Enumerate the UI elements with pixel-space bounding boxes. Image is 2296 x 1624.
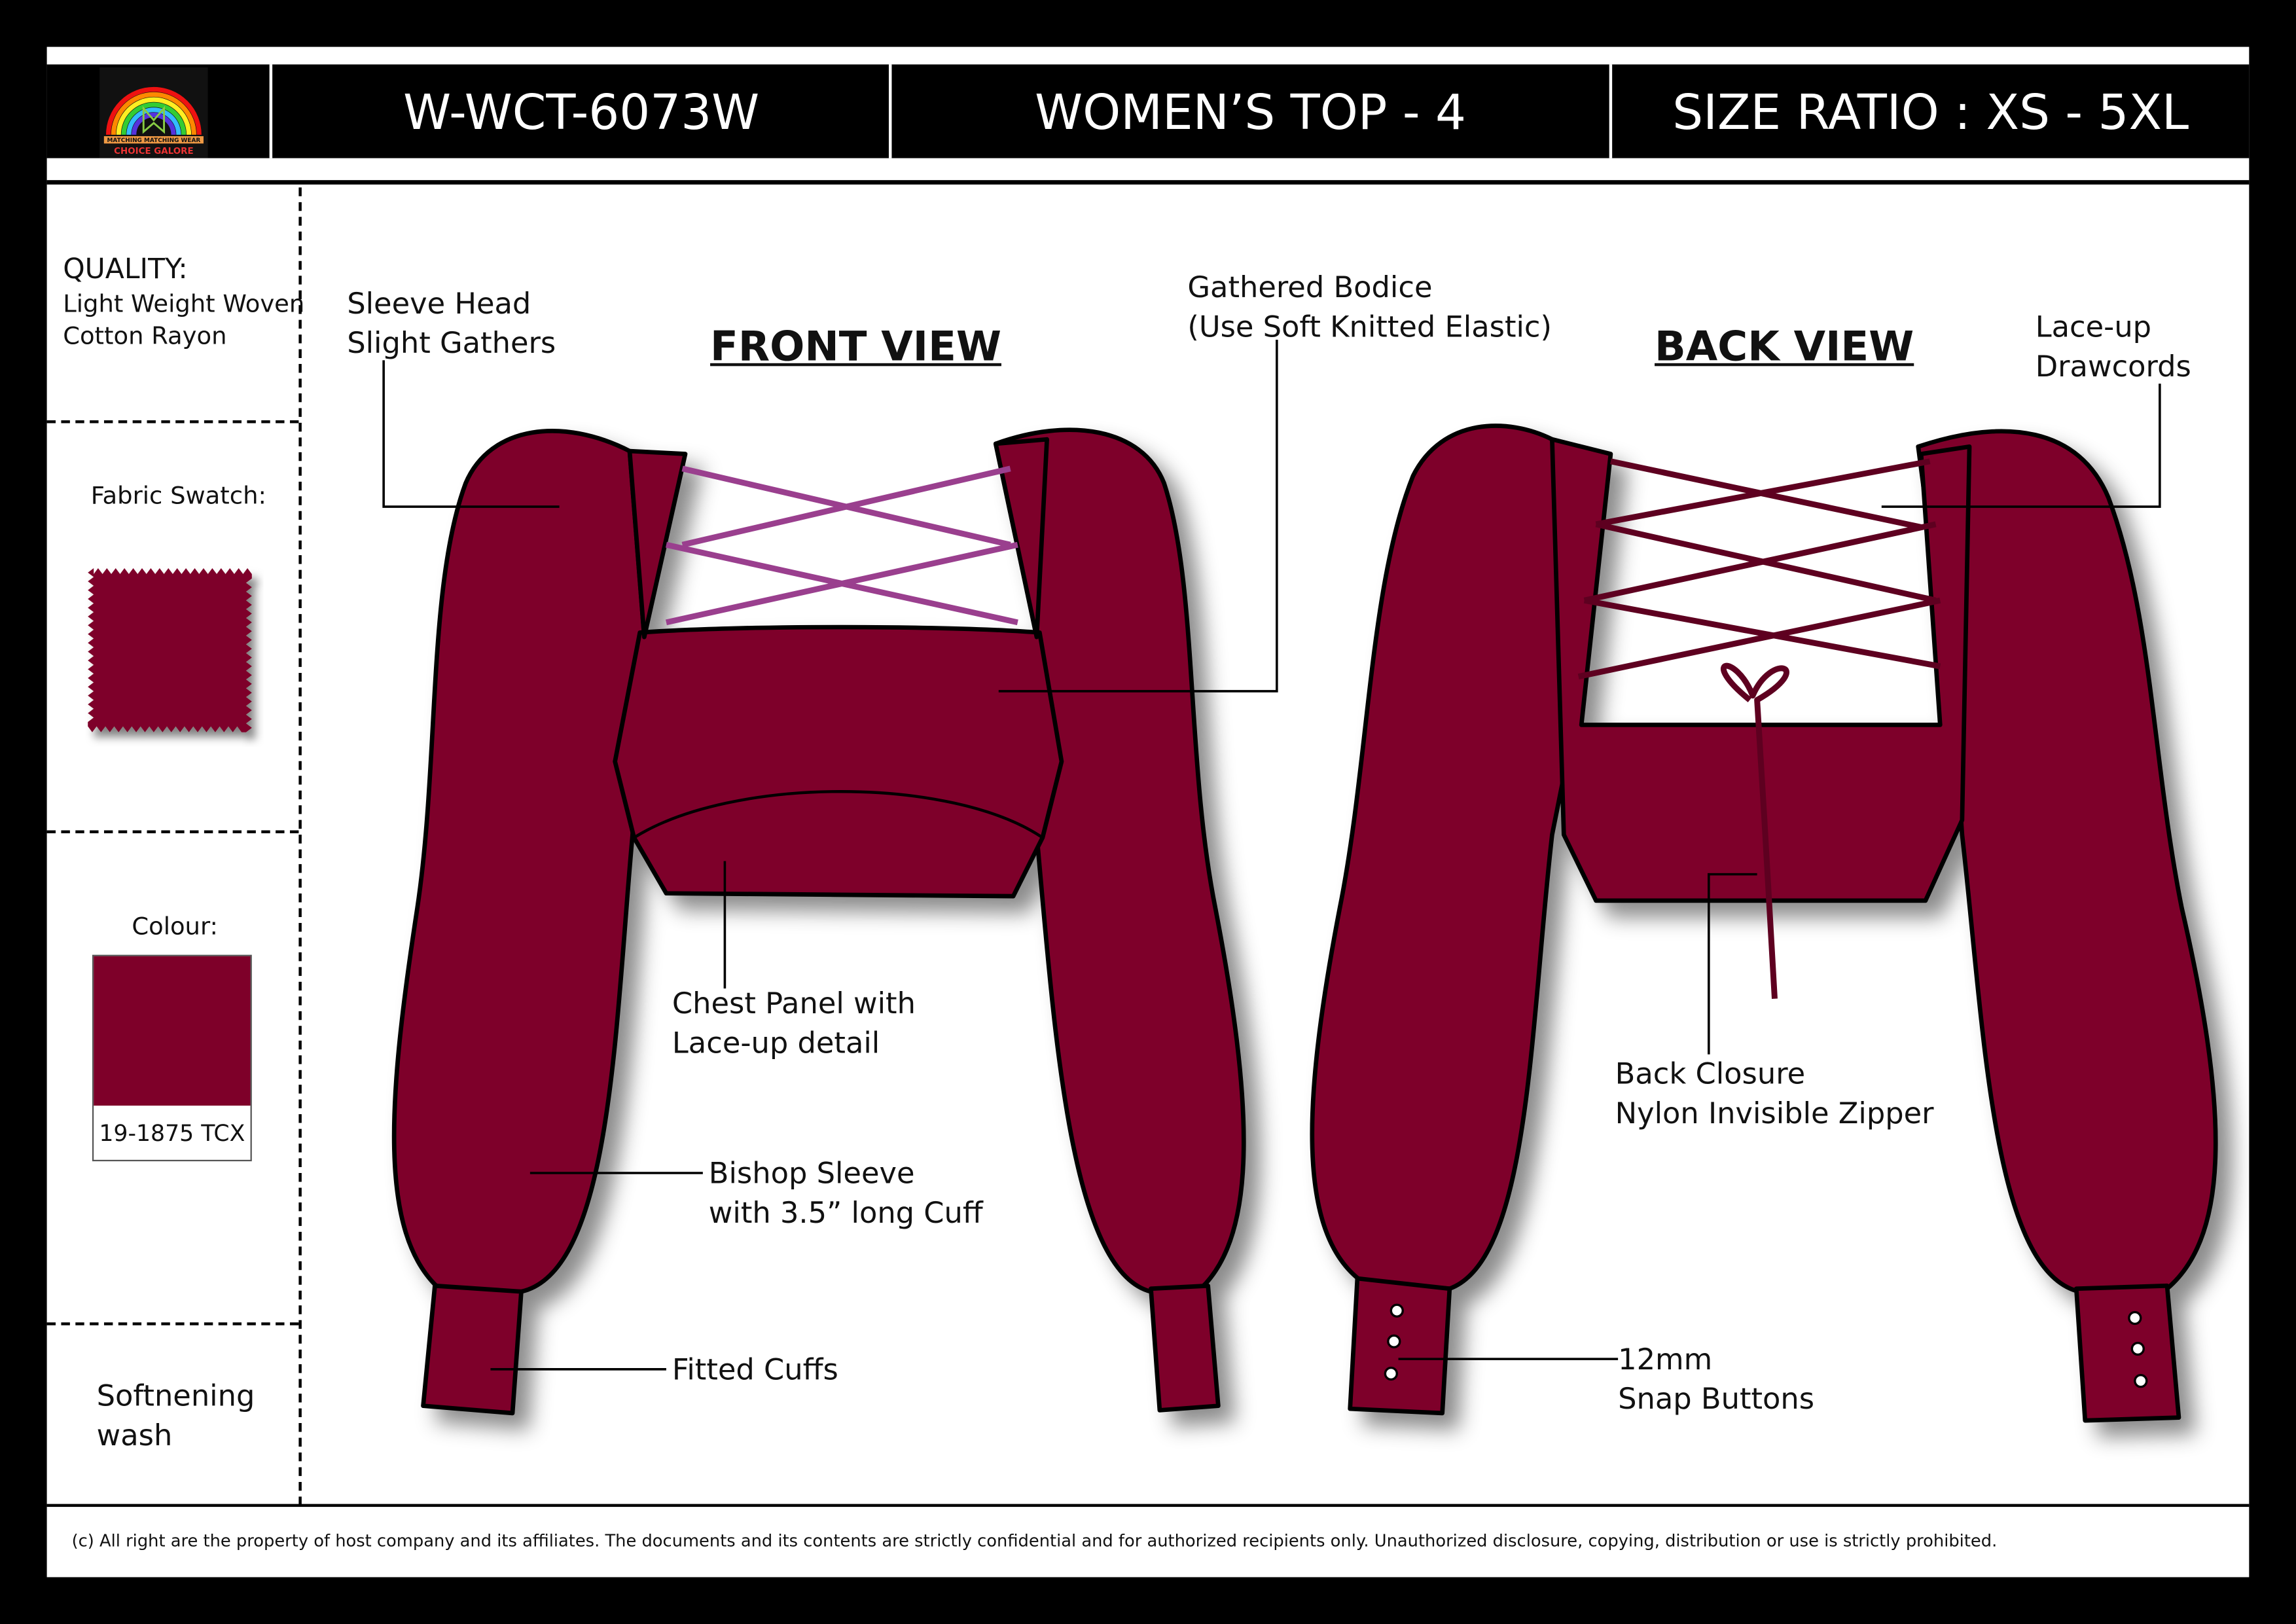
back-lace [1577, 458, 1941, 1000]
front-lace [665, 465, 1018, 626]
header-divider [888, 64, 892, 158]
front-right-sleeve [993, 427, 1246, 1294]
fabric-swatch [85, 566, 264, 747]
back-view-garment [1310, 424, 2218, 1423]
style-name: WOMEN’S TOP - 4 [1035, 82, 1466, 140]
back-view-title: BACK VIEW [1655, 322, 1914, 371]
callout-bishop-2: with 3.5” long Cuff [708, 1195, 983, 1231]
front-view-title: FRONT VIEW [710, 322, 1001, 371]
svg-text:CHOICE GALORE: CHOICE GALORE [114, 147, 193, 156]
colour-code: 19-1875 TCX [99, 1120, 245, 1147]
size-ratio: SIZE RATIO : XS - 5XL [1672, 82, 2189, 140]
snap-buttons [1384, 1303, 2148, 1388]
callout-sleeve-head-2: Slight Gathers [347, 325, 556, 361]
footer-disclaimer: (c) All right are the property of host c… [71, 1530, 1998, 1551]
colour-label: Colour: [132, 912, 218, 941]
sidebar-divider [298, 187, 302, 1506]
header-bar [46, 64, 2250, 158]
front-right-cuff [1149, 1283, 1221, 1413]
back-right-cuff [2073, 1283, 2181, 1423]
header-divider [269, 64, 273, 158]
front-neck-left [627, 448, 688, 640]
colour-chip: 19-1875 TCX [92, 954, 252, 1162]
quality-line2: Cotton Rayon [63, 322, 227, 350]
callout-chest-1: Chest Panel with [672, 985, 916, 1021]
front-bodice [613, 624, 1064, 899]
callout-chest-2: Lace-up detail [672, 1025, 880, 1060]
callout-sleeve-head-1: Sleeve Head [347, 285, 531, 321]
callout-closure-2: Nylon Invisible Zipper [1615, 1095, 1934, 1131]
front-neck-right [993, 437, 1049, 640]
front-left-sleeve [391, 429, 647, 1294]
back-right-sleeve [1916, 429, 2218, 1294]
back-left-sleeve [1310, 424, 1577, 1291]
sidebar-divider [46, 830, 299, 833]
front-left-cuff [421, 1283, 524, 1416]
style-code: W-WCT-6073W [403, 82, 760, 140]
callout-bishop-1: Bishop Sleeve [708, 1155, 915, 1191]
back-left-cuff [1348, 1276, 1452, 1416]
callout-bodice-2: (Use Soft Knitted Elastic) [1187, 309, 1552, 344]
front-view-garment [391, 427, 1246, 1416]
footer-rule [46, 1504, 2250, 1507]
leader-lines [382, 340, 2161, 1371]
back-bodice [1550, 437, 1972, 903]
quality-title: QUALITY: [63, 253, 188, 286]
callout-cuffs: Fitted Cuffs [672, 1351, 838, 1387]
fabric-swatch-label: Fabric Swatch: [90, 482, 266, 510]
header-divider [1609, 64, 1613, 158]
callout-bodice-1: Gathered Bodice [1187, 269, 1433, 305]
colour-fill [94, 956, 251, 1106]
wash-line2: wash [96, 1417, 173, 1453]
brand-logo: MATCHING MATCHING WEAR CHOICE GALORE [99, 67, 208, 158]
callout-lace-1: Lace-up [2035, 309, 2152, 344]
callout-snap-2: Snap Buttons [1618, 1380, 1815, 1416]
svg-text:MATCHING MATCHING WEAR: MATCHING MATCHING WEAR [107, 137, 201, 144]
sidebar-divider [46, 1322, 299, 1326]
sidebar-divider [46, 420, 299, 424]
header-rule [46, 180, 2250, 185]
callout-closure-1: Back Closure [1615, 1056, 1806, 1091]
callout-snap-1: 12mm [1618, 1341, 1713, 1377]
callout-lace-2: Drawcords [2035, 348, 2191, 384]
wash-line1: Softnening [96, 1378, 255, 1413]
quality-line1: Light Weight Woven [63, 289, 305, 318]
